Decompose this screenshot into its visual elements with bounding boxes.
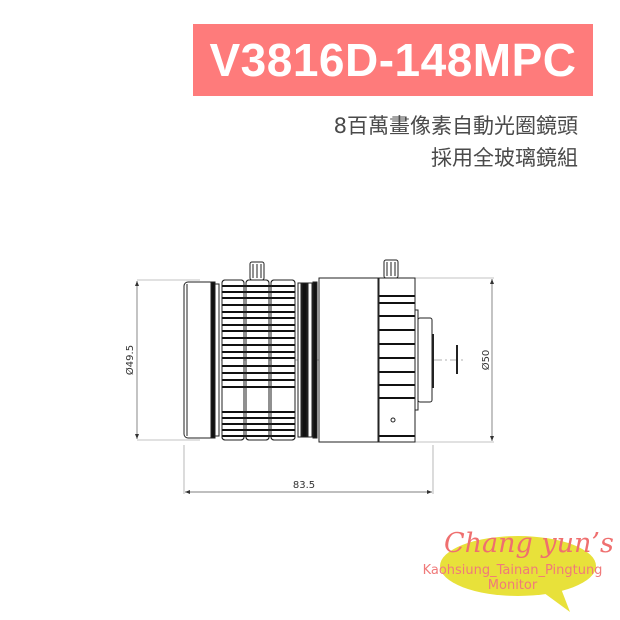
model-title-banner: V3816D-148MPC — [193, 24, 593, 96]
logo-name: Chang yun’s — [444, 528, 614, 559]
front-diameter-label: Ø49.5 — [124, 345, 136, 375]
length-label: 83.5 — [293, 480, 315, 491]
speech-bubble-icon — [440, 536, 596, 612]
model-title: V3816D-148MPC — [209, 34, 577, 86]
subtitle-line-1: 8百萬畫像素自動光圈鏡頭 — [333, 114, 578, 138]
subtitle-line-2: 採用全玻璃鏡組 — [431, 146, 578, 170]
logo-region: Kaohsiung_Tainan_Pingtung — [422, 563, 603, 578]
logo-monitor: Monitor — [487, 578, 538, 593]
chang-yuns-logo: Chang yun’s Kaohsiung_Tainan_Pingtung Mo… — [420, 524, 615, 614]
rear-diameter-label: Ø50 — [480, 350, 492, 371]
